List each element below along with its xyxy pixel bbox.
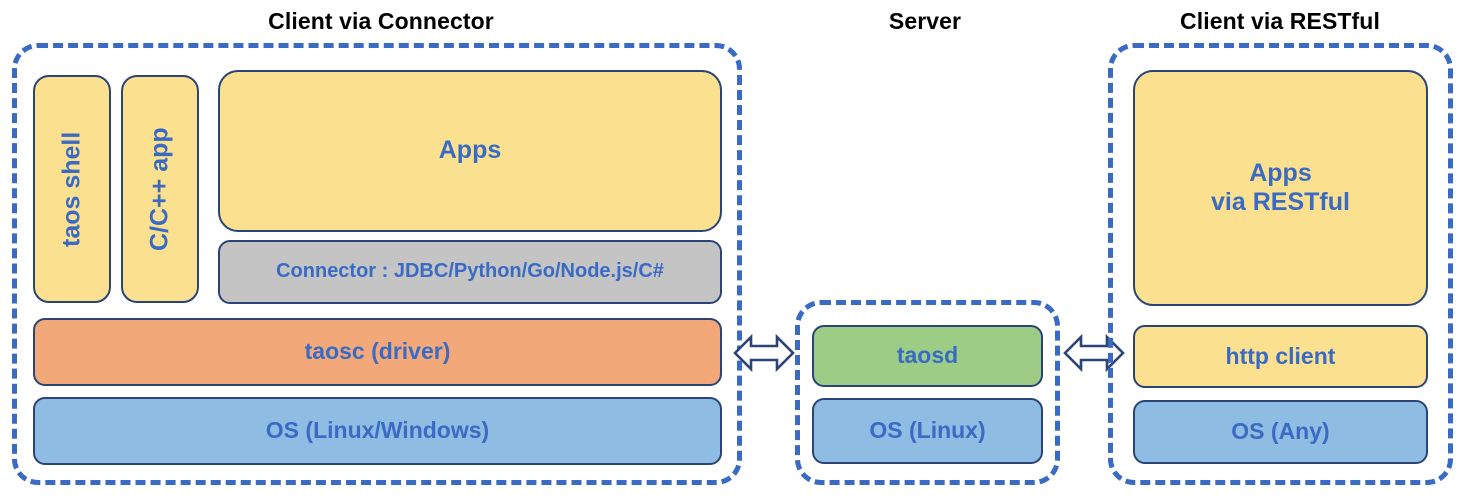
- panel-client-via-restful: [1108, 43, 1453, 485]
- apps-restful-line1: Apps: [1249, 158, 1312, 187]
- box-os-any[interactable]: OS (Any): [1133, 400, 1428, 464]
- box-c-cpp-app[interactable]: C/C++ app: [121, 75, 199, 303]
- panel-server: [795, 300, 1060, 485]
- box-connector-list[interactable]: Connector : JDBC/Python/Go/Node.js/C#: [218, 240, 722, 304]
- box-os-linux[interactable]: OS (Linux): [812, 398, 1043, 464]
- panel-client-via-connector: [12, 43, 742, 485]
- box-http-client[interactable]: http client: [1133, 325, 1428, 388]
- heading-server: Server: [888, 8, 962, 34]
- box-apps-via-restful[interactable]: Apps via RESTful: [1133, 70, 1428, 306]
- heading-client-via-connector: Client via Connector: [268, 8, 494, 34]
- box-taos-shell[interactable]: taos shell: [33, 75, 111, 303]
- box-os-linux-windows[interactable]: OS (Linux/Windows): [33, 397, 722, 465]
- arrow-connector-to-server: [733, 330, 795, 376]
- apps-restful-line2: via RESTful: [1211, 188, 1350, 216]
- heading-client-via-restful: Client via RESTful: [1180, 8, 1380, 34]
- box-apps-connector[interactable]: Apps: [218, 70, 722, 232]
- box-taosd[interactable]: taosd: [812, 325, 1043, 387]
- box-taosc-driver[interactable]: taosc (driver): [33, 318, 722, 386]
